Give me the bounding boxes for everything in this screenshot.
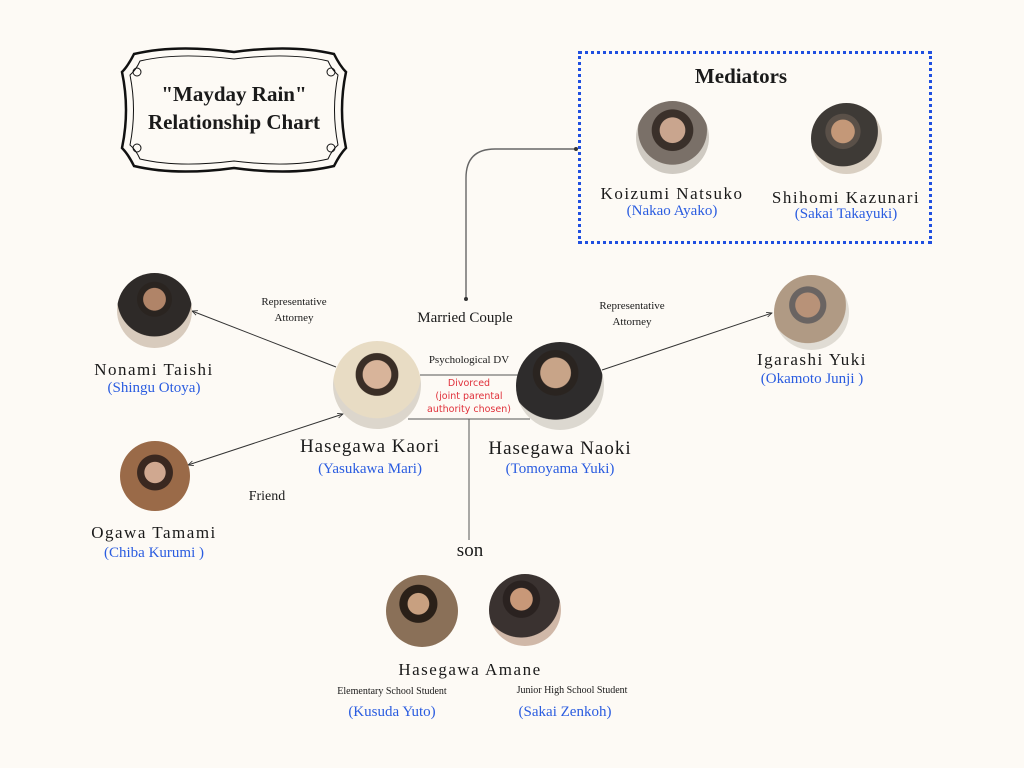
actor-nonami: (Shingu Otoya) — [107, 380, 201, 396]
name-koizumi: Koizumi Natsuko — [600, 184, 744, 203]
name-ogawa: Ogawa Tamami — [91, 523, 217, 542]
label-psychological-dv: Psychological DV — [428, 354, 510, 366]
title-line-1: "Mayday Rain" — [161, 82, 307, 106]
name-igarashi: Igarashi Yuki — [757, 350, 867, 369]
label-divorced: Divorced (joint parental authority chose… — [427, 378, 511, 415]
name-amane: Hasegawa Amane — [398, 660, 542, 679]
married-dot — [464, 297, 468, 301]
avatar-kaori[interactable] — [333, 341, 421, 429]
avatar-koizumi[interactable] — [636, 101, 709, 174]
actor-ogawa: (Chiba Kurumi ) — [104, 545, 204, 561]
chart-title: "Mayday Rain" Relationship Chart — [116, 80, 352, 136]
avatar-nonami[interactable] — [117, 273, 192, 348]
name-kaori: Hasegawa Kaori — [299, 436, 441, 457]
avatar-shihomi[interactable] — [811, 103, 882, 174]
avatar-amane-older[interactable] — [489, 574, 561, 646]
name-naoki: Hasegawa Naoki — [488, 438, 632, 459]
label-friend: Friend — [248, 489, 286, 504]
actor-igarashi: (Okamoto Junji ) — [760, 371, 864, 387]
mediators-group — [578, 51, 932, 244]
actor-kaori: (Yasukawa Mari) — [318, 461, 422, 477]
label-attorney-left: Representative Attorney — [261, 296, 327, 324]
avatar-amane-young[interactable] — [386, 575, 458, 647]
label-elementary: Elementary School Student — [337, 686, 447, 697]
label-junior-high: Junior High School Student — [516, 685, 628, 696]
avatar-ogawa[interactable] — [120, 441, 190, 511]
name-shihomi: Shihomi Kazunari — [771, 188, 921, 207]
married-to-mediators-line — [465, 148, 576, 299]
mediators-heading: Mediators — [694, 64, 788, 88]
label-attorney-right: Representative Attorney — [599, 300, 665, 328]
label-married-couple: Married Couple — [417, 310, 513, 326]
actor-naoki: (Tomoyama Yuki) — [505, 461, 615, 477]
actor-koizumi: (Nakao Ayako) — [626, 203, 718, 219]
title-frame — [120, 47, 348, 173]
avatar-naoki[interactable] — [516, 342, 604, 430]
label-son: son — [456, 540, 484, 561]
avatar-igarashi[interactable] — [774, 275, 849, 350]
actor-amane-older: (Sakai Zenkoh) — [518, 704, 612, 720]
actor-shihomi: (Sakai Takayuki) — [794, 206, 898, 222]
title-line-2: Relationship Chart — [147, 110, 321, 134]
name-nonami: Nonami Taishi — [94, 360, 214, 379]
actor-amane-young: (Kusuda Yuto) — [348, 704, 436, 720]
